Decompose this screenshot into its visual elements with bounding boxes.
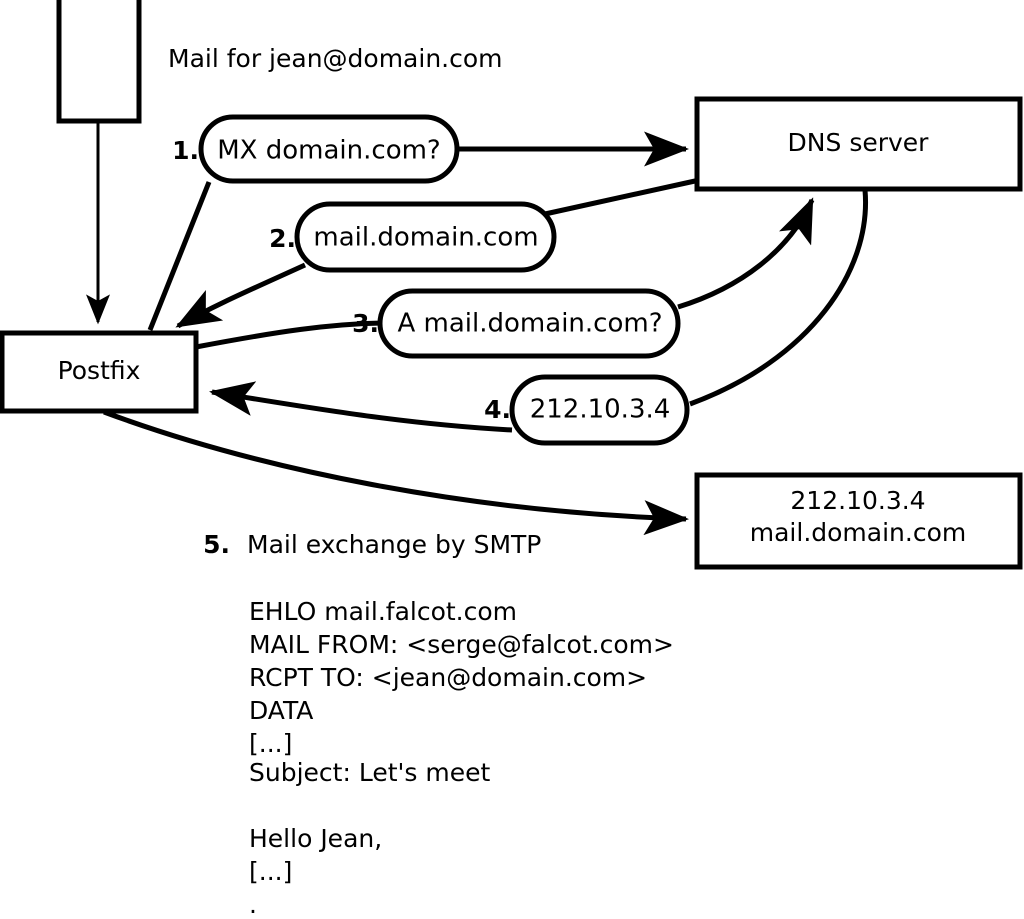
smtp-line-2: RCPT TO: <jean@domain.com> bbox=[249, 663, 647, 692]
diagram-title-label: Mail for jean@domain.com bbox=[168, 44, 503, 73]
connector-step3-to-dns bbox=[677, 197, 815, 310]
smtp-transcript: EHLO mail.falcot.com MAIL FROM: <serge@f… bbox=[249, 597, 674, 919]
node-dns-server bbox=[694, 96, 1023, 192]
smtp-line-7: Hello Jean, bbox=[249, 824, 382, 853]
connector-step2-to-postfix bbox=[175, 262, 307, 329]
smtp-line-5: Subject: Let's meet bbox=[249, 758, 490, 787]
step-4-label: 212.10.3.4 bbox=[530, 395, 671, 425]
node-mail-client bbox=[56, 0, 142, 124]
smtp-line-8: [...] bbox=[249, 857, 292, 886]
node-postfix bbox=[0, 330, 199, 414]
step-5-heading: Mail exchange by SMTP bbox=[247, 530, 541, 559]
bubble-step-3 bbox=[377, 288, 681, 359]
node-target-mail-server-ip: 212.10.3.4 bbox=[790, 486, 925, 515]
connector-step4-dns-side bbox=[689, 189, 869, 407]
node-dns-server-label: DNS server bbox=[788, 128, 930, 157]
smtp-line-3: DATA bbox=[249, 696, 313, 725]
step-4-number: 4. bbox=[484, 395, 511, 424]
connector-step2-dns-side bbox=[544, 178, 696, 217]
connector-step1-postfix-side bbox=[147, 181, 212, 331]
step-3-label: A mail.domain.com? bbox=[398, 309, 663, 339]
connector-step5-smtp bbox=[103, 409, 689, 536]
step-5-number: 5. bbox=[203, 530, 230, 559]
step-3-number: 3. bbox=[352, 309, 379, 338]
node-target-mail-server-hostname: mail.domain.com bbox=[750, 518, 966, 547]
node-target-mail-server bbox=[694, 472, 1023, 570]
node-postfix-label: Postfix bbox=[58, 356, 141, 385]
smtp-line-0: EHLO mail.falcot.com bbox=[249, 597, 517, 626]
step-2-label: mail.domain.com bbox=[313, 223, 538, 253]
smtp-line-9: . bbox=[249, 890, 257, 919]
step-2-number: 2. bbox=[269, 224, 296, 253]
connector-step4-to-postfix bbox=[209, 381, 513, 433]
step-1-label: MX domain.com? bbox=[217, 136, 440, 166]
bubble-step-1 bbox=[198, 114, 460, 184]
bubble-step-2 bbox=[294, 201, 557, 273]
smtp-line-4: [...] bbox=[249, 729, 292, 758]
bubble-step-4 bbox=[509, 374, 690, 446]
connector-step3-postfix-side bbox=[195, 320, 383, 350]
step-1-number: 1. bbox=[172, 136, 199, 165]
smtp-line-1: MAIL FROM: <serge@falcot.com> bbox=[249, 630, 674, 659]
